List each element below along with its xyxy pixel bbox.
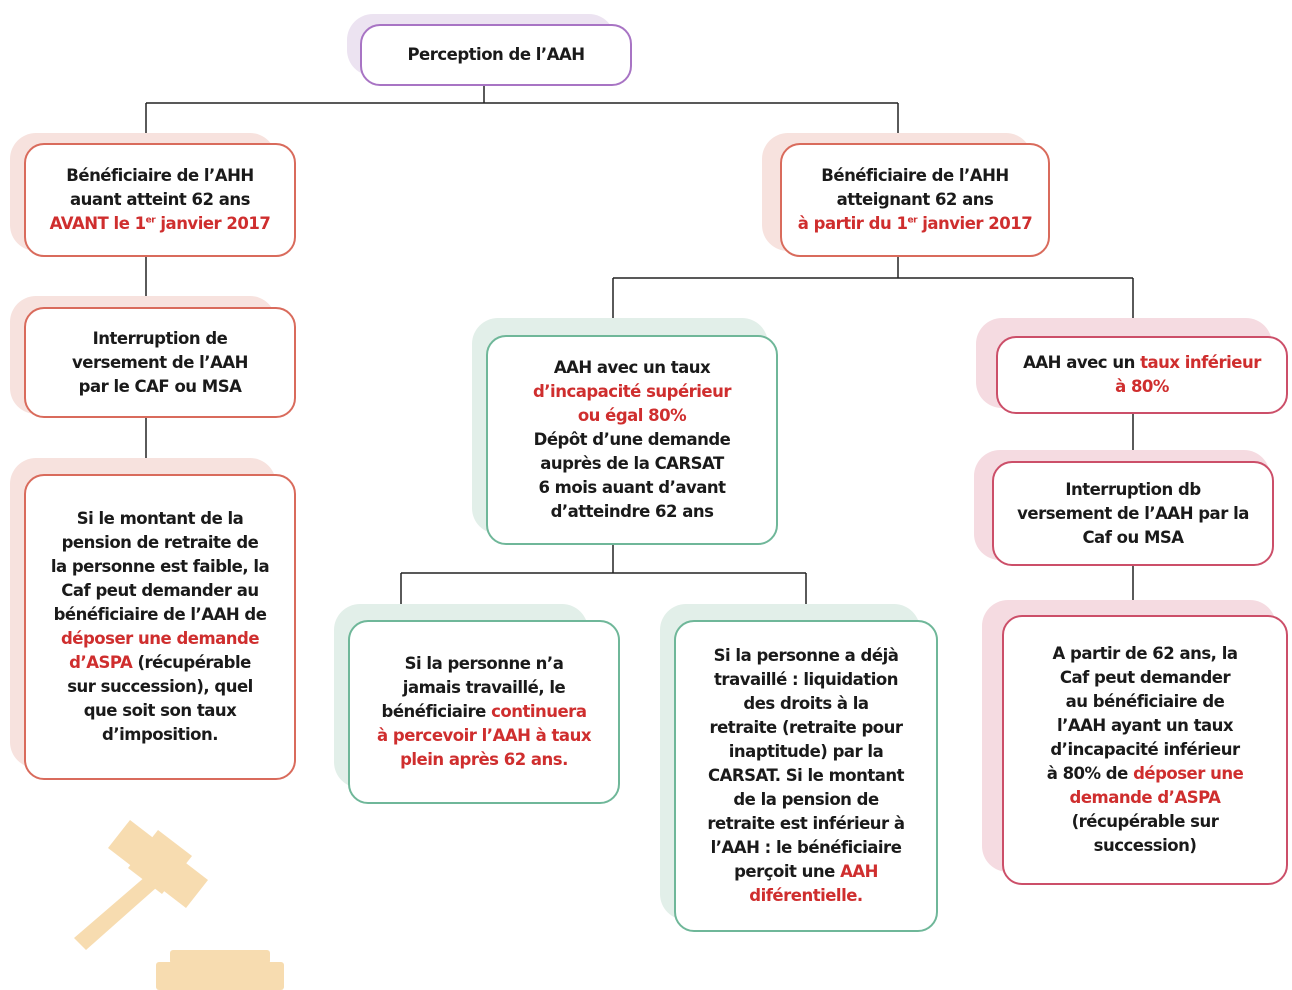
high-rate-node: AAH avec un taux d’incapacité supérieur … <box>486 335 778 545</box>
never-worked-node: Si la personne n’a jamais travaillé, le … <box>348 620 620 804</box>
left-aspa-line6: déposer une demande <box>60 629 260 648</box>
left-aspa-line7: d’ASPA (récupérable <box>69 653 251 672</box>
low-rate-line1: AAH avec un taux inférieur <box>1023 353 1261 372</box>
right-condition-node: Bénéficiaire de l’AHH atteignant 62 ans … <box>780 143 1050 257</box>
right-aspa-line4: l’AAH ayant un taux <box>1056 716 1234 735</box>
worked-line6: CARSAT. Si le montant <box>707 766 905 785</box>
left-aspa-line5: bénéficiaire de l’AAH de <box>53 605 267 624</box>
worked-line9: l’AAH : le bénéficiaire <box>710 838 902 857</box>
high-rate-line6: 6 mois auant d’avant <box>538 478 726 497</box>
left-interruption-line1: Interruption de <box>92 328 228 348</box>
root-label: Perception de l’AAH <box>407 45 585 64</box>
worked-line4: retraite (retraite pour <box>709 718 903 737</box>
right-condition-line1: Bénéficiaire de l’AHH <box>821 166 1009 185</box>
left-aspa-line10: d’imposition. <box>102 725 218 744</box>
worked-line5: inaptitude) par la <box>728 742 884 761</box>
left-aspa-node: Si le montant de la pension de retraite … <box>24 474 296 780</box>
high-rate-line1: AAH avec un taux <box>553 358 711 377</box>
high-rate-line4: Dépôt d’une demande <box>533 430 731 449</box>
left-aspa-line1: Si le montant de la <box>76 509 244 528</box>
low-rate-line2: à 80% <box>1115 377 1169 396</box>
worked-line10: perçoit une AAH <box>734 862 878 881</box>
right-aspa-line1: A partir de 62 ans, la <box>1052 644 1238 663</box>
never-worked-line1: Si la personne n’a <box>404 654 564 673</box>
high-rate-line7: d’atteindre 62 ans <box>550 502 714 521</box>
left-condition-date: AVANT le 1er janvier 2017 <box>49 214 271 233</box>
left-interruption-node: Interruption de versement de l’AAH par l… <box>24 307 296 418</box>
left-interruption-line3: par le CAF ou MSA <box>78 376 242 396</box>
left-aspa-line4: Caf peut demander au <box>61 581 259 600</box>
left-condition-line2: auant atteint 62 ans <box>70 190 250 209</box>
right-aspa-node: A partir de 62 ans, la Caf peut demander… <box>1002 615 1288 885</box>
left-condition-node: Bénéficiaire de l’AHH auant atteint 62 a… <box>24 143 296 257</box>
low-rate-node: AAH avec un taux inférieur à 80% <box>996 336 1288 414</box>
left-condition-line1: Bénéficiaire de l’AHH <box>66 166 254 185</box>
high-rate-line3: ou égal 80% <box>577 406 687 425</box>
worked-line2: travaillé : liquidation <box>714 670 898 689</box>
right-aspa-line2: Caf peut demander <box>1059 668 1231 687</box>
worked-node: Si la personne a déjà travaillé : liquid… <box>674 620 938 932</box>
worked-line11: diférentielle. <box>749 886 863 905</box>
left-aspa-line9: que soit son taux <box>83 701 237 720</box>
right-interruption-line1: Interruption db <box>1065 479 1201 499</box>
never-worked-line5: plein après 62 ans. <box>400 750 568 769</box>
right-condition-line2: atteignant 62 ans <box>836 190 994 209</box>
right-interruption-line2: versement de l’AAH par la <box>1017 503 1249 523</box>
high-rate-line5: auprès de la CARSAT <box>540 454 724 473</box>
gavel-icon <box>74 820 284 990</box>
right-aspa-line3: au bénéficiaire de <box>1065 692 1225 711</box>
high-rate-line2: d’incapacité supérieur <box>532 382 732 401</box>
worked-line1: Si la personne a déjà <box>713 646 899 665</box>
never-worked-line3: bénéficiaire continuera <box>381 702 587 721</box>
right-aspa-line5: d’incapacité inférieur <box>1050 740 1240 759</box>
right-aspa-line6: à 80% de déposer une <box>1046 764 1244 783</box>
worked-line3: des droits à la <box>743 694 869 713</box>
left-aspa-line8: sur succession), quel <box>67 677 253 696</box>
left-aspa-line2: pension de retraite de <box>61 533 259 552</box>
right-aspa-line8: (récupérable sur <box>1071 812 1219 831</box>
never-worked-line4: à percevoir l’AAH à taux <box>377 726 591 745</box>
left-aspa-line3: la personne est faible, la <box>50 557 270 576</box>
never-worked-line2: jamais travaillé, le <box>402 678 566 697</box>
right-interruption-line3: Caf ou MSA <box>1082 527 1184 547</box>
right-interruption-node: Interruption db versement de l’AAH par l… <box>992 461 1274 566</box>
worked-line8: retraite est inférieur à <box>707 814 905 833</box>
right-aspa-line7: demande d’ASPA <box>1069 788 1221 807</box>
left-interruption-line2: versement de l’AAH <box>72 352 248 372</box>
worked-line7: de la pension de <box>733 790 879 809</box>
right-condition-date: à partir du 1er janvier 2017 <box>797 214 1033 233</box>
right-aspa-line9: succession) <box>1093 836 1197 855</box>
root-node: Perception de l’AAH <box>360 24 632 86</box>
